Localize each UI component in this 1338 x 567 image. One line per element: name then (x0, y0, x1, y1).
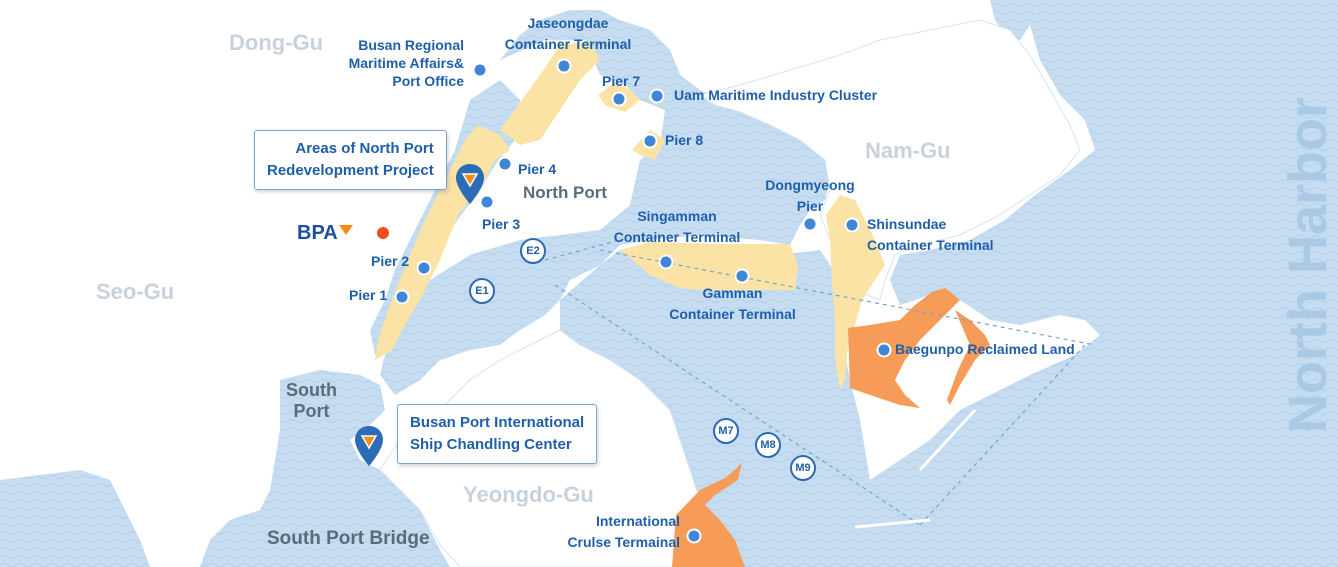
callout-chandling-center[interactable]: Busan Port International Ship Chandling … (397, 404, 598, 464)
label-pier8: Pier 8 (665, 132, 704, 148)
bpa-logo: BPA (297, 222, 353, 244)
district-seo-gu: Seo-Gu (96, 279, 175, 304)
label-cruise-line2: Crulse Termainal (567, 534, 680, 550)
label-dongmyeong-line2: Pier (796, 198, 824, 214)
label-singamman-line2: Container Terminal (613, 229, 741, 245)
bpa-logo-mark-icon (338, 225, 353, 235)
label-pier4: Pier 4 (518, 161, 557, 177)
zone-south-port: South Port (286, 380, 337, 422)
label-maritime-office-line1: Busan Regional (358, 37, 464, 53)
bpa-location-dot (377, 227, 389, 239)
district-yeongdo-gu: Yeongdo-Gu (463, 482, 594, 507)
label-maritime-office: Busan Regional Maritime Affairs& Port Of… (330, 36, 464, 90)
map-pin-icon[interactable] (354, 426, 384, 466)
breakwaters (854, 408, 977, 529)
label-maritime-office-line3: Port Office (392, 73, 464, 89)
district-nam-gu: Nam-Gu (865, 138, 951, 163)
berth-e1-badge[interactable]: E1 (469, 278, 495, 304)
label-uam-cluster: Uam Maritime Industry Cluster (674, 87, 878, 103)
zone-south-port-line2: Port (293, 401, 330, 421)
zone-south-port-bridge: South Port Bridge (267, 528, 430, 549)
berth-m7-badge[interactable]: M7 (713, 418, 739, 444)
label-baegunpo: Baegunpo Reclaimed Land (895, 341, 1075, 357)
zone-north-port: North Port (523, 183, 608, 202)
label-jaseongdae-line2: Container Terminal (504, 36, 632, 52)
label-dongmyeong-line1: Dongmyeong (765, 177, 855, 193)
map-pin-icon[interactable] (455, 164, 485, 204)
label-singamman-line1: Singamman (637, 208, 717, 224)
label-jaseongdae: Jaseongdae Container Terminal (497, 13, 639, 55)
label-cruise-line1: International (595, 513, 680, 529)
label-gamman-line1: Gamman (702, 285, 763, 301)
bpa-logo-text: BPA (297, 222, 338, 244)
berth-m8-badge[interactable]: M8 (755, 432, 781, 458)
north-harbor-title: North Harbor (1278, 97, 1338, 433)
label-gamman: Gamman Container Terminal (660, 283, 805, 325)
berth-m9-badge[interactable]: M9 (790, 455, 816, 481)
label-pier1: Pier 1 (349, 287, 388, 303)
label-singamman: Singamman Container Terminal (606, 206, 748, 248)
label-shinsundae: Shinsundae Container Terminal (867, 214, 994, 256)
zone-south-port-line1: South (286, 380, 337, 400)
label-shinsundae-line2: Container Terminal (867, 237, 994, 253)
callout-chandling-line1: Busan Port International (410, 414, 585, 431)
berth-e2-badge[interactable]: E2 (520, 238, 546, 264)
label-cruise-terminal: International Crulse Termainal (548, 511, 680, 553)
label-maritime-office-line2: Maritime Affairs& (348, 55, 464, 71)
callout-redevelopment[interactable]: Areas of North Port Redevelopment Projec… (254, 130, 447, 190)
callout-redevelopment-line1: Areas of North Port (295, 140, 434, 157)
callout-chandling-line2: Ship Chandling Center (410, 436, 572, 453)
channel-lines (544, 239, 1096, 526)
label-pier7: Pier 7 (602, 73, 641, 89)
label-shinsundae-line1: Shinsundae (867, 216, 947, 232)
label-jaseongdae-line1: Jaseongdae (527, 15, 609, 31)
label-pier2: Pier 2 (371, 253, 410, 269)
label-pier3: Pier 3 (482, 216, 521, 232)
callout-redevelopment-line2: Redevelopment Project (267, 162, 434, 179)
label-dongmyeong: Dongmyeong Pier (755, 175, 865, 217)
district-dong-gu: Dong-Gu (229, 30, 324, 55)
label-gamman-line2: Container Terminal (669, 306, 796, 322)
